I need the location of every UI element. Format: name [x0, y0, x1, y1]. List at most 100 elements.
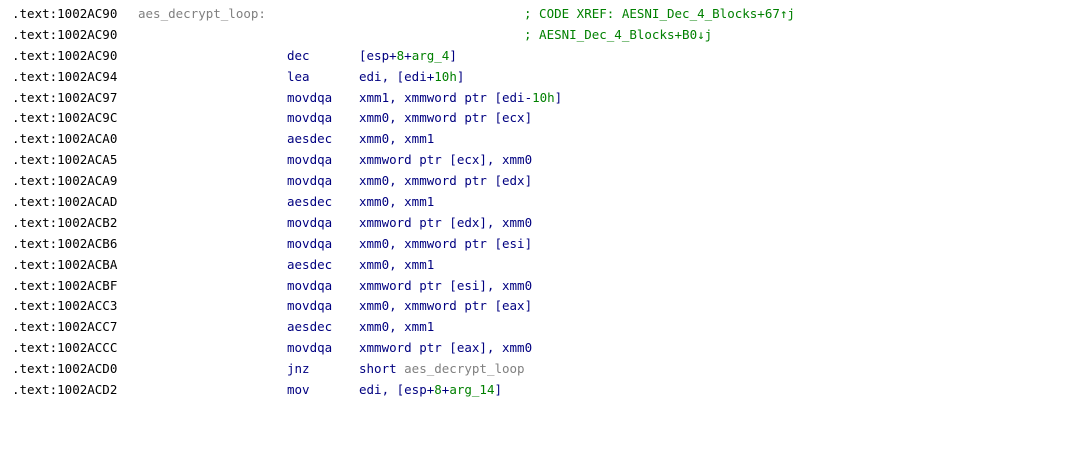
line-address[interactable]: .text:1002ACD0 [12, 361, 118, 377]
instruction-mnemonic[interactable]: lea [287, 68, 310, 84]
instruction-mnemonic[interactable]: movdqa [287, 235, 333, 251]
instruction-mnemonic[interactable]: jnz [287, 361, 310, 377]
line-address[interactable]: .text:1002ACA9 [12, 173, 118, 189]
line-address[interactable]: .text:1002ACCC [12, 340, 118, 356]
instruction-mnemonic[interactable]: aesdec [287, 319, 333, 335]
code-line[interactable]: .text:1002ACA9 movdqa xmm0, xmmword ptr [e… [12, 171, 1082, 192]
line-address[interactable]: .text:1002AC90 [12, 47, 118, 63]
line-address[interactable]: .text:1002ACBA [12, 256, 118, 272]
code-line[interactable]: .text:1002AC9C movdqa xmm0, xmmword ptr [e… [12, 108, 1082, 129]
instruction-operands[interactable]: xmm0, xmm1 [359, 192, 434, 213]
code-line[interactable]: .text:1002ACA5 movdqa xmmword ptr [ecx], x… [12, 150, 1082, 171]
instruction-mnemonic[interactable]: movdqa [287, 277, 333, 293]
operand-number: 8 [434, 382, 442, 398]
line-address[interactable]: .text:1002ACBF [12, 277, 118, 293]
line-address[interactable]: .text:1002AC90 [12, 26, 118, 42]
operand-variable[interactable]: arg_14 [449, 382, 495, 398]
instruction-mnemonic[interactable]: aesdec [287, 256, 333, 272]
instruction-operands[interactable]: [esp+8+arg_4] [359, 46, 457, 67]
line-address[interactable]: .text:1002AC94 [12, 68, 118, 84]
instruction-operands[interactable]: short aes_decrypt_loop [359, 359, 525, 380]
operand-text: [esp+ [359, 47, 397, 63]
instruction-operands[interactable]: edi, [esp+8+arg_14] [359, 380, 502, 401]
line-address[interactable]: .text:1002AC90 [12, 6, 118, 21]
operand-text: + [441, 382, 450, 398]
instruction-mnemonic[interactable]: movdqa [287, 152, 333, 168]
instruction-operands[interactable]: xmmword ptr [ecx], xmm0 [359, 150, 532, 171]
operand-text: edi, [edi+ [359, 68, 435, 84]
instruction-operands[interactable]: xmm0, xmm1 [359, 255, 434, 276]
instruction-operands[interactable]: xmm0, xmmword ptr [edx] [359, 171, 532, 192]
line-address[interactable]: .text:1002ACA5 [12, 152, 118, 168]
instruction-mnemonic[interactable]: movdqa [287, 89, 333, 105]
code-line[interactable]: .text:1002ACA0 aesdec xmm0, xmm1 [12, 129, 1082, 150]
code-line[interactable]: .text:1002AC94 lea edi, [edi+10h] [12, 67, 1082, 88]
line-address[interactable]: .text:1002ACD2 [12, 382, 118, 398]
operand-text: xmmword ptr [edx], xmm0 [359, 214, 533, 230]
operand-text: ] [494, 382, 503, 398]
line-address[interactable]: .text:1002AC97 [12, 89, 118, 105]
code-line[interactable]: .text:1002AC97 movdqa xmm1, xmmword ptr [e… [12, 88, 1082, 109]
operand-text: xmmword ptr [eax], xmm0 [359, 340, 533, 356]
code-xref-comment[interactable]: ; AESNI_Dec_4_Blocks+B0↓j [524, 26, 713, 42]
line-address[interactable]: .text:1002ACA0 [12, 131, 118, 147]
instruction-operands[interactable]: xmmword ptr [eax], xmm0 [359, 338, 532, 359]
code-line[interactable]: .text:1002ACB2 movdqa xmmword ptr [edx], x… [12, 213, 1082, 234]
instruction-mnemonic[interactable]: mov [287, 382, 310, 398]
line-address[interactable]: .text:1002ACC7 [12, 319, 118, 335]
instruction-mnemonic[interactable]: movdqa [287, 110, 333, 126]
line-address[interactable]: .text:1002ACC3 [12, 298, 118, 314]
code-line[interactable]: .text:1002ACB6 movdqa xmm0, xmmword ptr [e… [12, 234, 1082, 255]
code-line[interactable]: .text:1002ACC7 aesdec xmm0, xmm1 [12, 317, 1082, 338]
code-line[interactable]: .text:1002ACAD aesdec xmm0, xmm1 [12, 192, 1082, 213]
code-line[interactable]: .text:1002AC90 ; AESNI_Dec_4_Blocks+B0↓j [12, 25, 1082, 46]
operand-number: 8 [396, 47, 405, 63]
code-line[interactable]: .text:1002ACD0 jnz short aes_decrypt_loop [12, 359, 1082, 380]
line-address[interactable]: .text:1002ACAD [12, 194, 118, 210]
instruction-operands[interactable]: xmm0, xmmword ptr [esi] [359, 234, 532, 255]
instruction-mnemonic[interactable]: aesdec [287, 194, 333, 210]
instruction-operands[interactable]: edi, [edi+10h] [359, 67, 464, 88]
instruction-mnemonic[interactable]: movdqa [287, 214, 333, 230]
code-line[interactable]: .text:1002ACCC movdqa xmmword ptr [eax], x… [12, 338, 1082, 359]
operand-text: xmm0, xmm1 [359, 256, 435, 272]
code-line[interactable]: .text:1002AC90 dec [esp+8+arg_4] [12, 46, 1082, 67]
instruction-mnemonic[interactable]: movdqa [287, 298, 333, 314]
line-address[interactable]: .text:1002AC9C [12, 110, 118, 126]
code-line[interactable]: .text:1002ACC3 movdqa xmm0, xmmword ptr [e… [12, 296, 1082, 317]
instruction-operands[interactable]: xmmword ptr [esi], xmm0 [359, 276, 532, 297]
operand-text: xmm1, xmmword ptr [edi- [359, 89, 533, 105]
instruction-operands[interactable]: xmm1, xmmword ptr [edi-10h] [359, 88, 562, 109]
instruction-operands[interactable]: xmm0, xmmword ptr [ecx] [359, 108, 532, 129]
instruction-operands[interactable]: xmm0, xmm1 [359, 129, 434, 150]
operand-text: xmm0, xmmword ptr [esi] [359, 235, 533, 251]
line-address[interactable]: .text:1002ACB6 [12, 235, 118, 251]
operand-text: xmm0, xmmword ptr [eax] [359, 298, 533, 314]
operand-text: ] [554, 89, 563, 105]
instruction-operands[interactable]: xmm0, xmm1 [359, 317, 434, 338]
code-line[interactable]: .text:1002ACBA aesdec xmm0, xmm1 [12, 255, 1082, 276]
operand-text: ] [456, 68, 465, 84]
instruction-mnemonic[interactable]: movdqa [287, 173, 333, 189]
disassembly-listing: .text:1002AC90 aes_decrypt_loop: ; CODE XR… [12, 4, 1082, 401]
operand-number: 10h [434, 68, 457, 84]
instruction-mnemonic[interactable]: dec [287, 47, 310, 63]
instruction-mnemonic[interactable]: movdqa [287, 340, 333, 356]
operand-text: xmmword ptr [esi], xmm0 [359, 277, 533, 293]
line-address[interactable]: .text:1002ACB2 [12, 214, 118, 230]
operand-text: ] [449, 47, 457, 63]
code-line[interactable]: .text:1002AC90 aes_decrypt_loop: ; CODE XR… [12, 4, 1082, 25]
operand-text: xmm0, xmmword ptr [ecx] [359, 110, 533, 126]
instruction-operands[interactable]: xmm0, xmmword ptr [eax] [359, 296, 532, 317]
instruction-mnemonic[interactable]: aesdec [287, 131, 333, 147]
code-label[interactable]: aes_decrypt_loop: [138, 6, 266, 21]
operand-number: 10h [532, 89, 555, 105]
operand-reference[interactable]: aes_decrypt_loop [404, 361, 525, 377]
code-line[interactable]: .text:1002ACBF movdqa xmmword ptr [esi], x… [12, 276, 1082, 297]
code-line[interactable]: .text:1002ACD2 mov edi, [esp+8+arg_14] [12, 380, 1082, 401]
operand-text: edi, [esp+ [359, 382, 435, 398]
code-xref-comment[interactable]: ; CODE XREF: AESNI_Dec_4_Blocks+67↑j [524, 6, 795, 21]
operand-text: + [404, 47, 412, 63]
instruction-operands[interactable]: xmmword ptr [edx], xmm0 [359, 213, 532, 234]
operand-variable[interactable]: arg_4 [411, 47, 450, 63]
